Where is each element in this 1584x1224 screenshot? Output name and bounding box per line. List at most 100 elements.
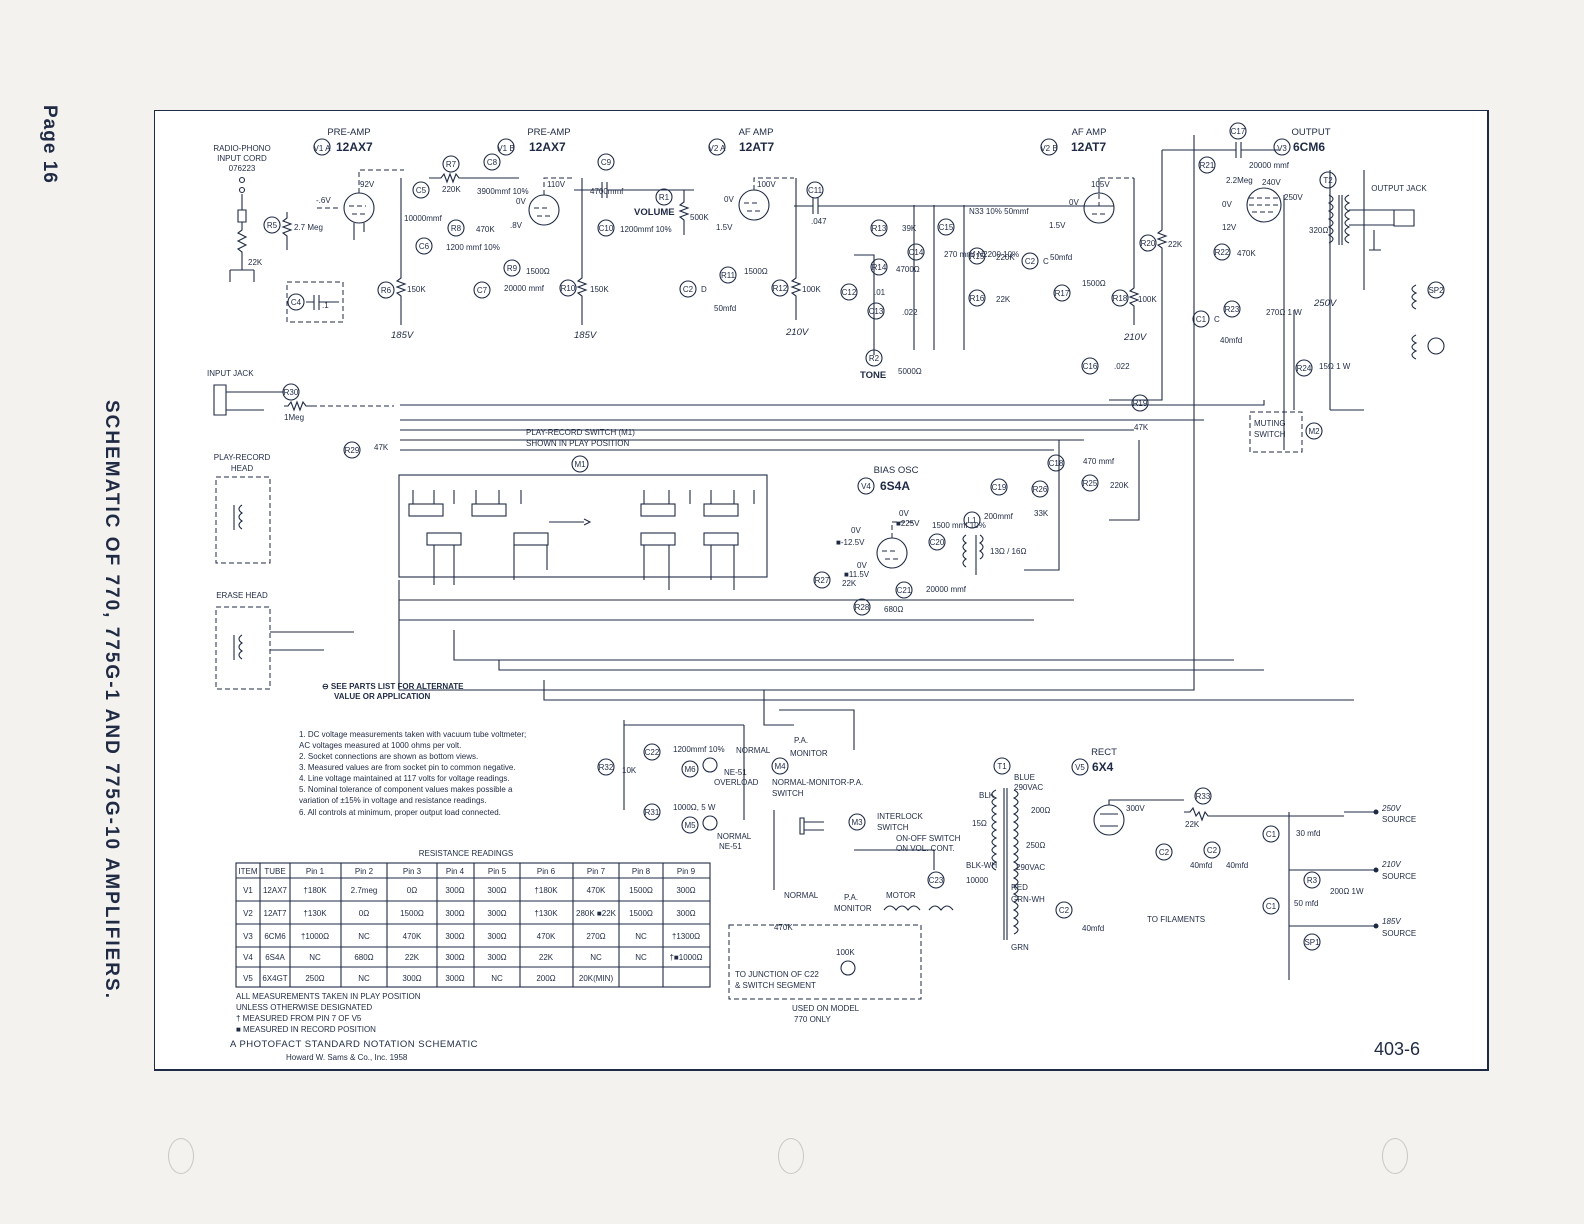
svg-text:V3: V3 (243, 932, 253, 941)
svg-text:RED: RED (1011, 883, 1028, 892)
svg-text:1500Ω: 1500Ω (1082, 279, 1106, 288)
r10-resistor: R10 150K 185V (559, 178, 609, 341)
t1-power-transformer: T1 BLUE BLK BLK-WH RED GRN-WH GRN 290VAC… (966, 757, 1050, 952)
svg-text:270Ω: 270Ω (586, 932, 605, 941)
svg-text:C2: C2 (1207, 846, 1218, 855)
r22-resistor: R22 470K (1213, 243, 1256, 261)
svg-text:INTERLOCK: INTERLOCK (877, 812, 923, 821)
output-jack: OUTPUT JACK (1349, 184, 1427, 251)
v3-role: OUTPUT (1291, 127, 1330, 138)
r18-resistor: R18 100K 210V (1111, 178, 1157, 343)
c3-capacitor: R29 47K (343, 441, 389, 459)
svg-text:150K: 150K (590, 285, 609, 294)
sp1-speaker: SP2 (1411, 281, 1445, 310)
svg-text:SOURCE: SOURCE (1382, 872, 1416, 881)
svg-text:R21: R21 (1200, 161, 1215, 170)
c11-capacitor: C11 .047 (794, 181, 1114, 226)
svg-text:ITEM: ITEM (238, 867, 257, 876)
svg-text:680Ω: 680Ω (884, 605, 903, 614)
svg-text:6X4GT: 6X4GT (262, 974, 287, 983)
svg-text:2.7 Meg: 2.7 Meg (294, 223, 323, 232)
v4-plate-play: 0V (899, 509, 909, 518)
v5-role: RECT (1091, 747, 1117, 758)
c7-capacitor: C7 20000 mmf (473, 281, 545, 299)
svg-text:C17: C17 (1231, 127, 1246, 136)
r5-resistor: R5 2.7 Meg (263, 212, 323, 250)
schematic-frame: PRE-AMP V1 A 12AX7 PRE-AMP V1 B 12AX7 AF… (154, 110, 1489, 1071)
svg-text:3900mmf 10%: 3900mmf 10% (477, 187, 529, 196)
svg-text:P.A.: P.A. (844, 893, 858, 902)
v1a-grid-v: -.6V (316, 196, 331, 205)
v2b-cathode-v: 1.5V (1049, 221, 1066, 230)
svg-text:†1000Ω: †1000Ω (301, 932, 329, 941)
svg-text:C12: C12 (842, 288, 857, 297)
svg-text:R33: R33 (1196, 792, 1211, 801)
svg-text:USED ON MODEL: USED ON MODEL (792, 1004, 860, 1013)
svg-text:12AT7: 12AT7 (264, 909, 288, 918)
svg-text:R30: R30 (284, 388, 299, 397)
svg-text:3. Measured values are from s: 3. Measured values are from socket pin t… (299, 763, 516, 772)
svg-text:.1: .1 (322, 301, 329, 310)
m4-normal-monitor-pa-switch: P.A. NORMAL MONITOR M4 NORMAL-MONITOR-P.… (736, 736, 872, 913)
c2b-capacitor: SP1 (1303, 933, 1321, 951)
notes-block: 1. DC voltage measurements taken with va… (299, 730, 526, 817)
svg-text:M1: M1 (574, 460, 586, 469)
svg-text:C2: C2 (1159, 848, 1170, 857)
svg-text:NC: NC (635, 932, 647, 941)
svg-text:V5: V5 (243, 974, 253, 983)
svg-text:300Ω: 300Ω (445, 886, 464, 895)
v1a-ref: V1 A (314, 144, 332, 153)
svg-text:N33 10% 50mmf: N33 10% 50mmf (969, 207, 1029, 216)
r6-resistor: R6 150K 185V (377, 178, 426, 341)
svg-text:C11: C11 (808, 186, 823, 195)
svg-text:300Ω: 300Ω (445, 953, 464, 962)
radio-phono-line3: 076223 (229, 164, 256, 173)
svg-text:R23: R23 (1225, 305, 1240, 314)
svg-text:22K: 22K (1168, 240, 1183, 249)
l1-coil: L1 13Ω / 16Ω (962, 511, 1026, 575)
b210-right: 210V (1123, 332, 1148, 343)
v5-cathode-v: 300V (1126, 804, 1145, 813)
c21-capacitor: C21 20000 mmf (895, 581, 967, 599)
c2d-capacitor: C2 D 50mfd (679, 280, 736, 313)
svg-text:39K: 39K (902, 224, 917, 233)
svg-text:SP2: SP2 (1428, 286, 1444, 295)
svg-text:R5: R5 (267, 221, 278, 230)
svg-text:10000mmf: 10000mmf (404, 214, 443, 223)
svg-text:1200mmf 10%: 1200mmf 10% (620, 225, 672, 234)
svg-text:4. Line voltage maintained at: 4. Line voltage maintained at 117 volts … (299, 774, 510, 783)
v2a-grid-v: 0V (724, 195, 734, 204)
table-row-v3: V3 6CM6 †1000Ω NC 470K 300Ω 300Ω 470K 27… (243, 932, 700, 941)
svg-text:220K: 220K (442, 185, 461, 194)
v4-plate-v: ■225V (896, 519, 920, 528)
svg-text:D: D (701, 285, 707, 294)
svg-text:10K: 10K (622, 766, 637, 775)
r33-resistor: C1 50 mfd (1262, 897, 1318, 915)
model-770-network: 470K 100K TO JUNCTION OF C22 & SWITCH SE… (728, 923, 922, 1024)
svg-text:P.A.: P.A. (794, 736, 808, 745)
svg-text:.022: .022 (902, 308, 918, 317)
svg-text:& SWITCH SEGMENT: & SWITCH SEGMENT (735, 981, 816, 990)
erase-head: ERASE HEAD (215, 591, 354, 690)
svg-text:Pin 8: Pin 8 (632, 867, 651, 876)
svg-text:R32: R32 (599, 763, 614, 772)
v4-grid-play: 0V (851, 526, 861, 535)
svg-text:6. All controls at minimum, p: 6. All controls at minimum, proper outpu… (299, 808, 501, 817)
svg-text:Pin 7: Pin 7 (587, 867, 606, 876)
svg-text:22K: 22K (248, 258, 263, 267)
c16-capacitor: C16 .022 (1081, 357, 1130, 375)
radio-phono-line2: INPUT CORD (217, 154, 267, 163)
svg-text:R13: R13 (872, 224, 887, 233)
c9-capacitor: C9 4700mmf (574, 153, 694, 198)
svg-text:250Ω: 250Ω (1026, 841, 1045, 850)
svg-text:VOLUME: VOLUME (634, 207, 675, 218)
svg-text:C2: C2 (1059, 906, 1070, 915)
svg-text:R27: R27 (815, 576, 830, 585)
svg-text:R14: R14 (872, 263, 887, 272)
svg-text:† MEASURED FROM PIN 7 OF V5: † MEASURED FROM PIN 7 OF V5 (236, 1014, 362, 1023)
svg-text:V4: V4 (243, 953, 253, 962)
t2-output-transformer: T2 320Ω 250V (1309, 171, 1351, 309)
svg-text:C21: C21 (897, 586, 912, 595)
svg-text:270 mmf N2200 10%: 270 mmf N2200 10% (944, 250, 1019, 259)
svg-text:470K: 470K (476, 225, 495, 234)
